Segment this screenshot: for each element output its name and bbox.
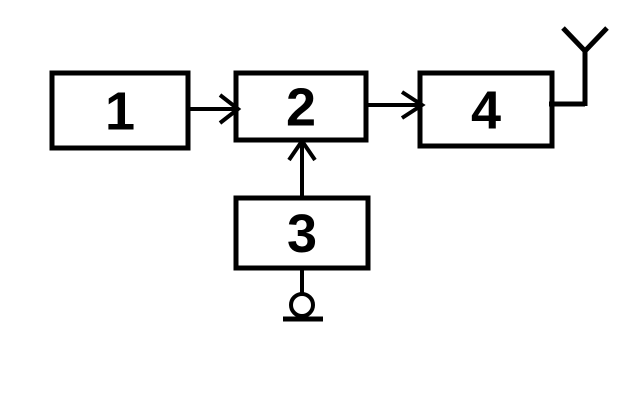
block-1-rect[interactable] [49, 70, 191, 151]
block-group-4[interactable]: 4 [417, 70, 555, 149]
block-4-rect[interactable] [417, 70, 555, 149]
block-group-3[interactable]: 3 [233, 195, 371, 271]
connector-block1-to-block2 [188, 93, 242, 125]
ground-circle [289, 292, 315, 318]
block-2-label: 2 [286, 78, 316, 138]
arrowhead-into-block2-left [218, 93, 242, 125]
connector-block2-to-block4 [366, 90, 426, 120]
block-4-label: 4 [471, 81, 501, 141]
arrowhead-into-block2-bottom [287, 137, 317, 162]
connector-block3-to-block2 [287, 137, 317, 198]
block-1-label: 1 [105, 82, 135, 142]
antenna-arm-left [561, 26, 587, 53]
block-3-label: 3 [287, 204, 317, 264]
arrowhead-into-block4-left [400, 90, 426, 120]
antenna-arm-right [583, 26, 609, 53]
block-group-1[interactable]: 1 [49, 70, 191, 151]
ground-symbol [283, 268, 323, 322]
antenna-symbol [549, 26, 609, 107]
block-group-2[interactable]: 2 [233, 70, 369, 143]
